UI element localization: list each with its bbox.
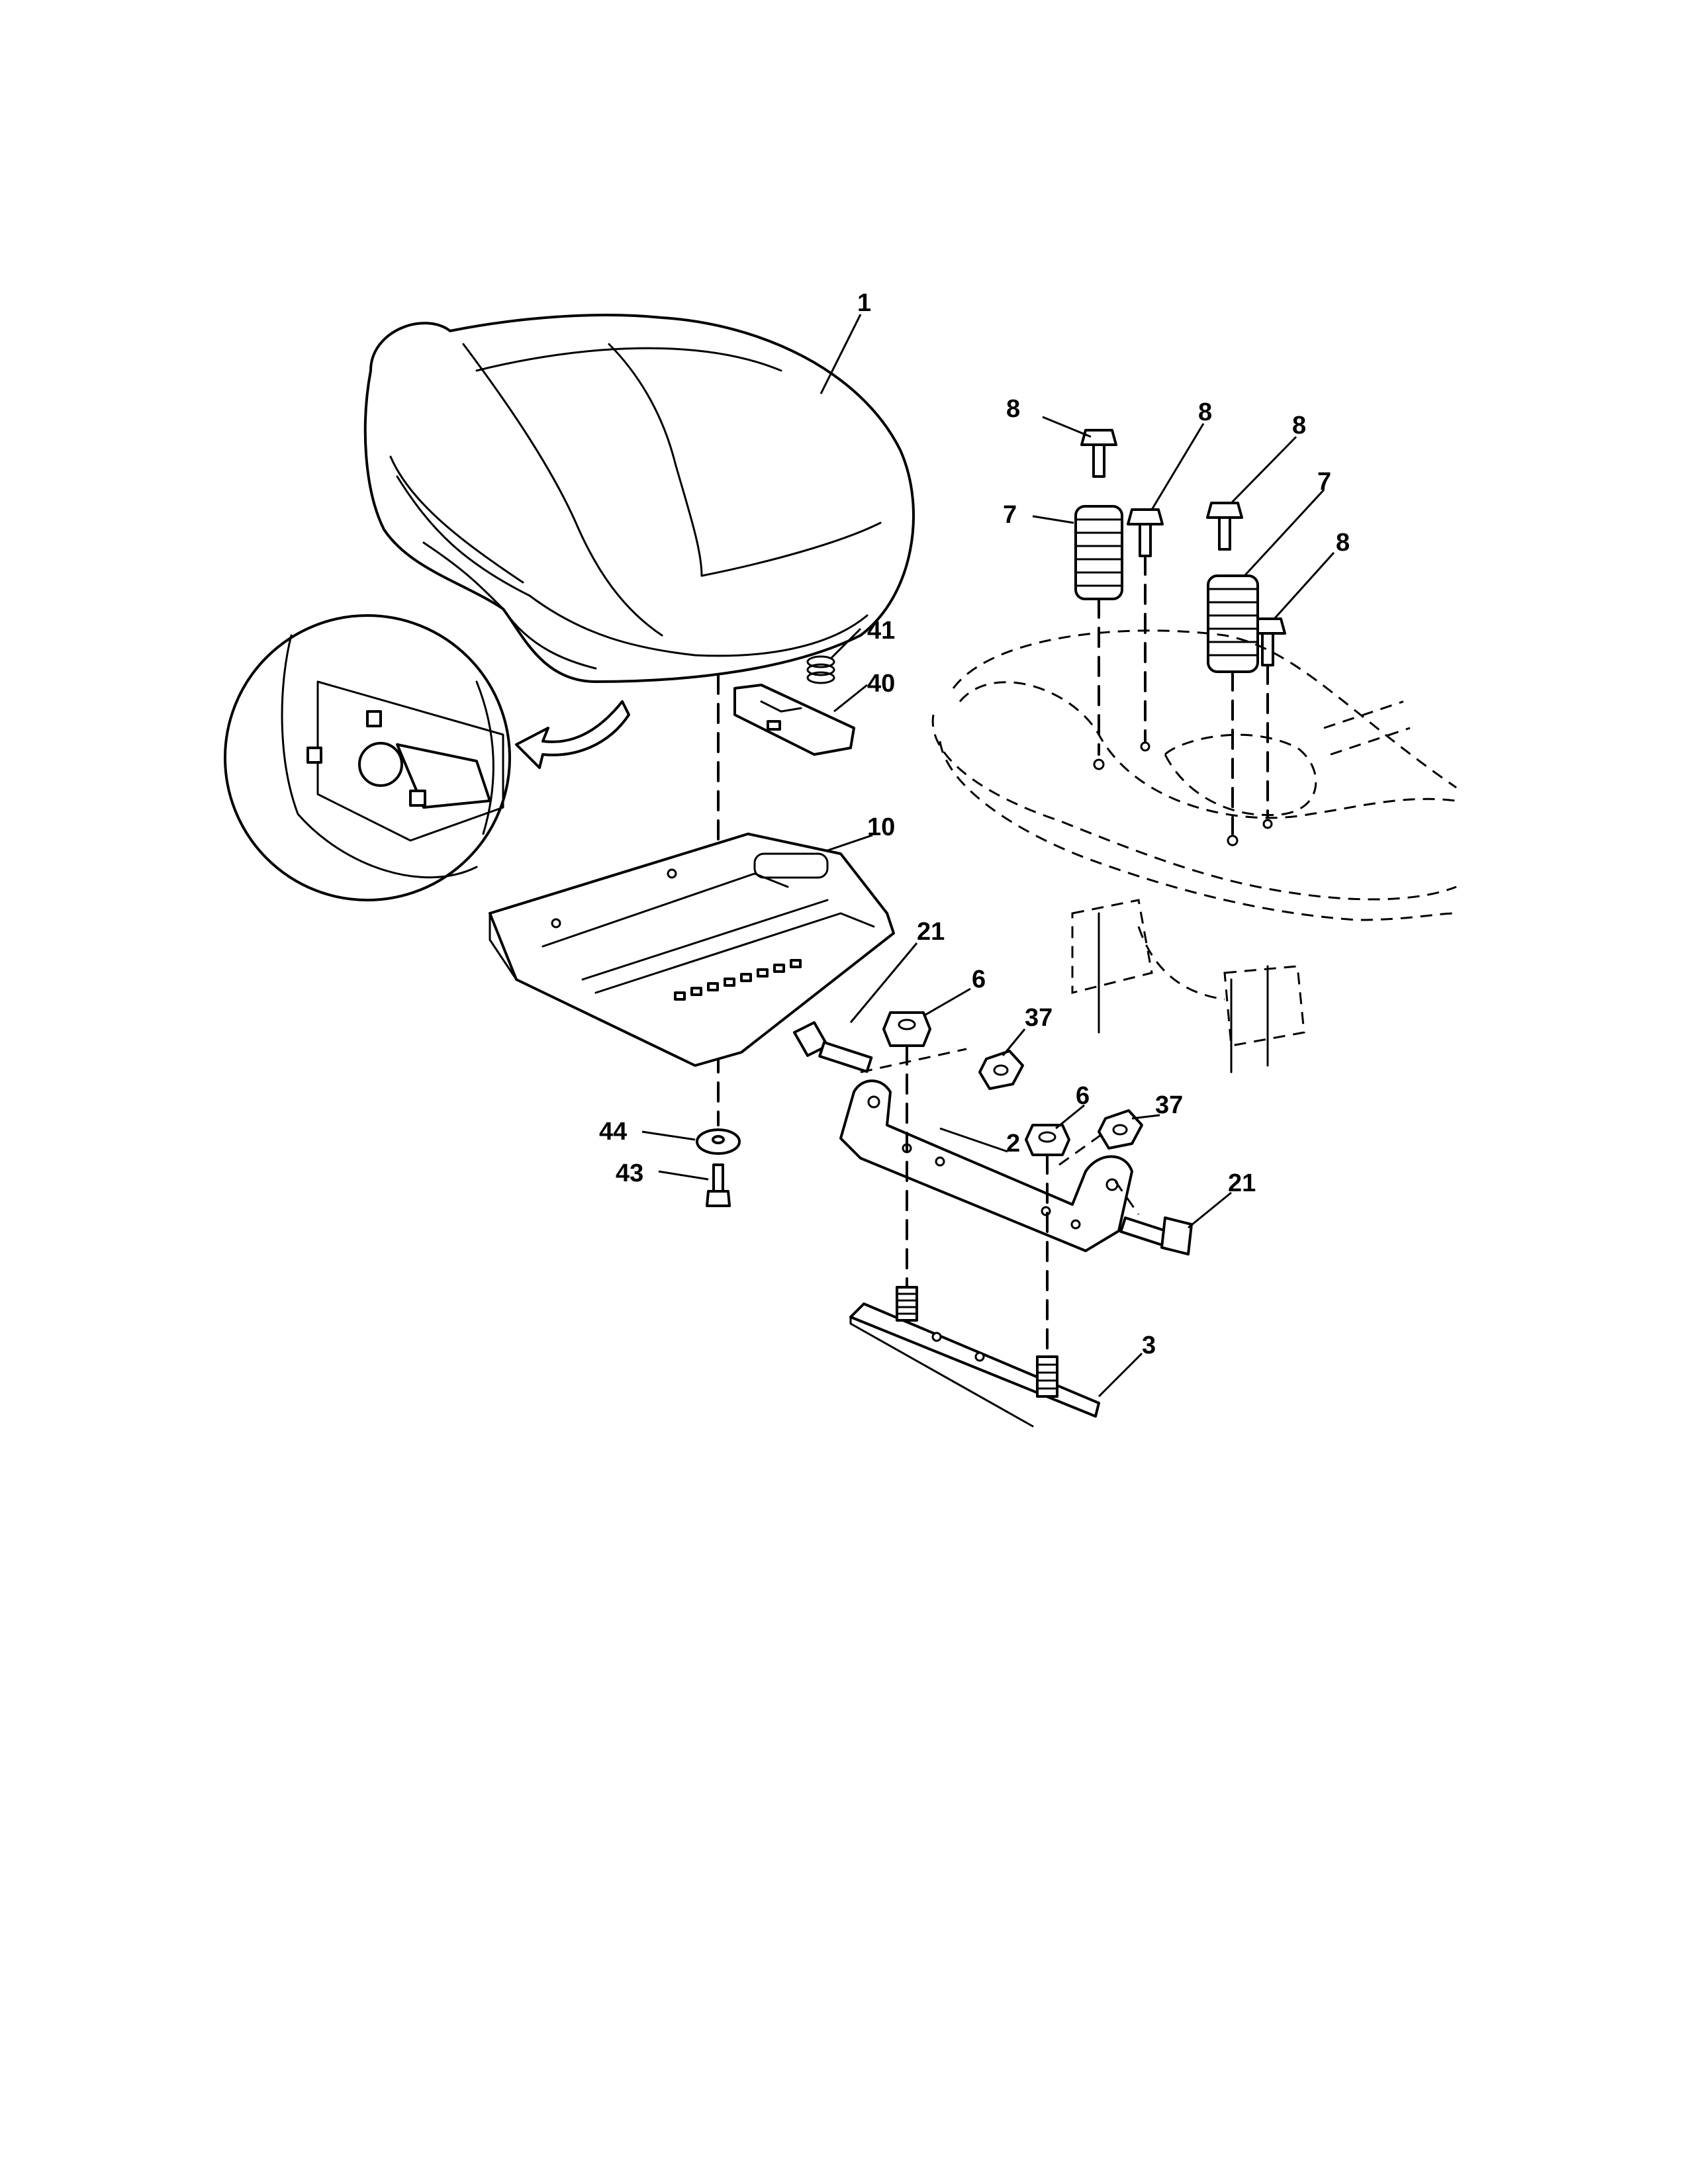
washer: [696, 1128, 741, 1155]
callout-bolt: 8: [1292, 412, 1306, 439]
alignment-line: [1058, 1130, 1106, 1166]
hex-nut: [882, 1011, 931, 1047]
lock-nut: [1098, 1109, 1143, 1150]
callout-mount-plate: 3: [1142, 1332, 1156, 1359]
slot-row: [674, 959, 802, 1001]
seat-pan: [489, 833, 895, 1067]
callout-bolt: 8: [1336, 529, 1350, 557]
callout-seat: 1: [857, 289, 871, 317]
seat-switch-detail-inset: [224, 614, 511, 901]
bolt: [1127, 508, 1164, 557]
callout-shoulder-bolt: 21: [1228, 1169, 1256, 1197]
callout-nut: 6: [972, 966, 986, 993]
callout-bolt: 8: [1006, 395, 1020, 423]
hex-nut: [1025, 1124, 1070, 1156]
callout-spring: 7: [1317, 468, 1331, 496]
callout-lock-nut: 37: [1025, 1004, 1053, 1032]
shoulder-bolt: [1119, 1216, 1193, 1255]
lock-nut: [978, 1050, 1024, 1090]
pivot-bracket: [839, 1079, 1133, 1252]
screw: [706, 1163, 731, 1207]
callout-small-spring: 41: [867, 617, 895, 645]
switch-bracket: [733, 684, 855, 756]
callout-spring: 7: [1003, 501, 1017, 529]
callout-switch-bracket: 40: [867, 670, 895, 698]
callout-bolt: 8: [1198, 398, 1212, 426]
alignment-line: [1114, 1181, 1140, 1215]
callout-pivot-bracket: 2: [1006, 1130, 1020, 1158]
seat: [363, 314, 915, 683]
curved-arrow-icon: [515, 700, 630, 769]
small-spring: [806, 655, 835, 684]
shoulder-bolt: [793, 1021, 873, 1073]
bolt: [1206, 502, 1243, 551]
callout-washer: 44: [599, 1118, 627, 1146]
bolt: [1080, 429, 1117, 478]
callout-nut: 6: [1076, 1082, 1090, 1110]
mount-plate: [849, 1286, 1100, 1428]
alignment-line: [860, 1048, 967, 1073]
callout-screw: 43: [616, 1160, 643, 1187]
leader-lines: [641, 314, 1335, 1398]
callout-lock-nut: 37: [1155, 1091, 1183, 1119]
coil-spring: [1207, 574, 1259, 673]
coil-spring: [1074, 505, 1123, 600]
tractor-frame-phantom: [931, 629, 1457, 1073]
callout-shoulder-bolt: 21: [917, 918, 945, 946]
callout-seat-pan: 10: [867, 813, 895, 841]
